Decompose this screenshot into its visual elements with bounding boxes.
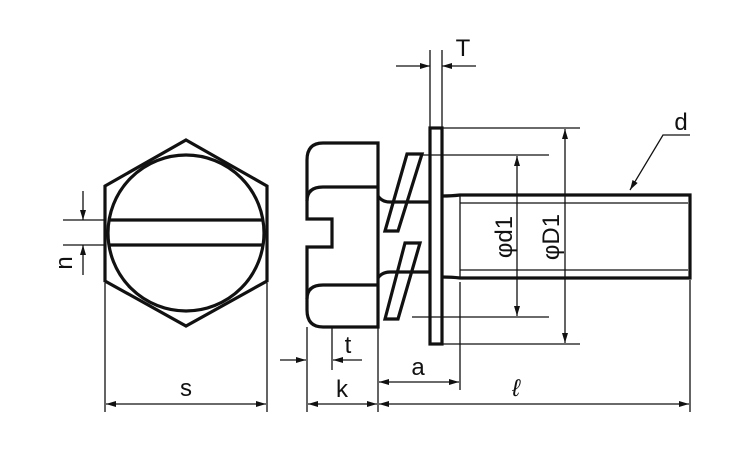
d-leader: [629, 134, 690, 191]
spring-washer-upper: [382, 152, 425, 233]
n-label: n: [51, 256, 78, 269]
t-label: t: [345, 332, 352, 359]
D1-label: φD1: [538, 214, 565, 260]
top-view: n s: [51, 138, 269, 412]
T-label: T: [456, 35, 471, 62]
plain-washer: [428, 126, 444, 346]
l-label: ℓ: [511, 375, 521, 402]
head-upper-arc: [305, 185, 378, 202]
d1-label: φd1: [491, 216, 518, 258]
side-view: T φd1 φD1 d t k a ℓ: [280, 35, 692, 412]
neck-top: [376, 195, 430, 204]
spring-washer-lower: [382, 241, 423, 321]
s-label: s: [180, 375, 192, 402]
d-label: d: [674, 109, 687, 136]
shank: [441, 193, 692, 280]
a-label: a: [411, 354, 425, 381]
hex-outline: [103, 138, 269, 328]
screw-head: [305, 141, 380, 329]
neck-bottom: [376, 270, 430, 279]
head-lower-arc: [305, 283, 378, 300]
k-label: k: [336, 376, 349, 403]
head-circle: [106, 153, 266, 313]
